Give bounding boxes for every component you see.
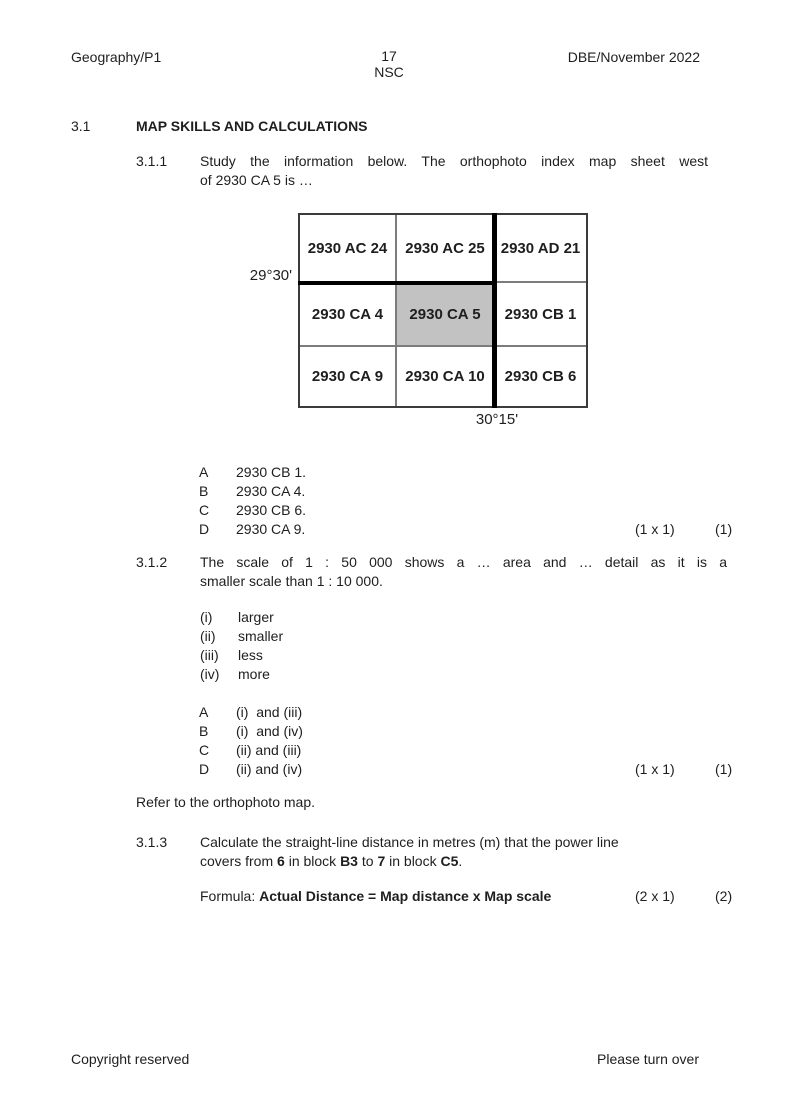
item-text: smaller [238, 628, 284, 644]
marks-total: (1) [715, 761, 733, 777]
refer-note: Refer to the orthophoto map. [136, 794, 315, 810]
question-3-1-2-line2: smaller scale than 1 : 10 000. [200, 573, 383, 589]
item-text: less [238, 647, 263, 663]
option-text: 2930 CB 6. [236, 502, 307, 518]
item-text: more [238, 666, 270, 682]
item-row: (ii) smaller [0, 627, 786, 646]
item-numeral: (iii) [200, 647, 219, 663]
option-text: 2930 CA 4. [236, 483, 306, 499]
question-3-1-3-line2: covers from 6 in block B3 to 7 in block … [200, 853, 463, 869]
question-3-1-1-options: A 2930 CB 1. B 2930 CA 4. C 2930 CB 6. D 293… [0, 463, 786, 539]
item-text: larger [238, 609, 274, 625]
question-3-1-2-options: A (i) and (iii) B (i) and (iv) C (ii) and (… [0, 703, 786, 779]
option-letter: C [199, 742, 210, 758]
option-row: C 2930 CB 6. [0, 501, 786, 520]
marks-allocation: (1 x 1) [635, 761, 675, 777]
map-sheet-cell: 2930 CB 1 [495, 283, 586, 347]
question-3-1-3-line1: Calculate the straight-line distance in … [200, 834, 619, 850]
latitude-label: 29°30' [249, 267, 292, 284]
option-row: D (ii) and (iv) (1 x 1) (1) [0, 760, 786, 779]
option-row: D 2930 CA 9. (1 x 1) (1) [0, 520, 786, 539]
option-row: B (i) and (iv) [0, 722, 786, 741]
option-text: 2930 CB 1. [236, 464, 307, 480]
question-3-1-1-line1: Study the information below. The orthoph… [200, 153, 708, 169]
option-text: (i) and (iv) [236, 723, 303, 739]
map-sheet-cell-highlighted: 2930 CA 5 [397, 283, 495, 347]
question-3-1-2-number: 3.1.2 [136, 554, 168, 570]
option-text: (i) and (iii) [236, 704, 303, 720]
map-sheet-cell: 2930 CA 4 [300, 283, 397, 347]
item-numeral: (ii) [200, 628, 216, 644]
map-sheet-cell: 2930 CA 9 [300, 347, 397, 406]
option-text: 2930 CA 9. [236, 521, 306, 537]
question-3-1-2-line1: The scale of 1 : 50 000 shows a … area a… [200, 554, 727, 570]
header-page-block: 17 NSC [0, 48, 778, 80]
option-letter: A [199, 464, 209, 480]
item-numeral: (iv) [200, 666, 220, 682]
orthophoto-index-map-figure: 29°30' 2930 AC 24 2930 AC 25 2930 AD 21 … [0, 205, 786, 435]
option-row: B 2930 CA 4. [0, 482, 786, 501]
index-map-grid: 2930 AC 24 2930 AC 25 2930 AD 21 2930 CA… [298, 213, 588, 408]
option-letter: B [199, 483, 209, 499]
section-number: 3.1 [71, 118, 91, 134]
map-sheet-cell: 2930 AC 25 [397, 215, 495, 283]
item-row: (iv) more [0, 665, 786, 684]
map-sheet-cell: 2930 CB 6 [495, 347, 586, 406]
item-row: (i) larger [0, 608, 786, 627]
question-3-1-1-line2: of 2930 CA 5 is … [200, 172, 313, 188]
option-row: A 2930 CB 1. [0, 463, 786, 482]
page-number: 17 [381, 48, 397, 64]
option-letter: C [199, 502, 210, 518]
question-3-1-2-items: (i) larger (ii) smaller (iii) less (iv) more [0, 608, 786, 684]
footer-turn-over: Please turn over [597, 1051, 699, 1067]
marks-total: (1) [715, 521, 733, 537]
option-row: C (ii) and (iii) [0, 741, 786, 760]
header-exam-body: NSC [374, 64, 404, 80]
option-text: (ii) and (iv) [236, 761, 303, 777]
option-letter: D [199, 521, 210, 537]
option-text: (ii) and (iii) [236, 742, 302, 758]
option-row: A (i) and (iii) [0, 703, 786, 722]
section-heading: 3.1 MAP SKILLS AND CALCULATIONS [71, 117, 368, 136]
header-doc-title: Geography/P1 [71, 49, 162, 65]
longitude-line [492, 213, 497, 408]
marks-total: (2) [715, 888, 733, 904]
section-title: MAP SKILLS AND CALCULATIONS [136, 118, 368, 134]
marks-allocation: (1 x 1) [635, 521, 675, 537]
latitude-line [298, 281, 497, 285]
footer-copyright: Copyright reserved [71, 1051, 190, 1067]
formula-text: Formula: Actual Distance = Map distance … [200, 888, 552, 904]
map-sheet-cell: 2930 AD 21 [495, 215, 586, 283]
item-row: (iii) less [0, 646, 786, 665]
header-issuer: DBE/November 2022 [567, 49, 700, 65]
option-letter: A [199, 704, 209, 720]
longitude-label: 30°15' [475, 411, 519, 428]
option-letter: B [199, 723, 209, 739]
question-3-1-1-number: 3.1.1 [136, 153, 168, 169]
option-letter: D [199, 761, 210, 777]
item-numeral: (i) [200, 609, 213, 625]
question-3-1-3-number: 3.1.3 [136, 834, 168, 850]
map-sheet-cell: 2930 CA 10 [397, 347, 495, 406]
marks-allocation: (2 x 1) [635, 888, 675, 904]
map-sheet-cell: 2930 AC 24 [300, 215, 397, 283]
